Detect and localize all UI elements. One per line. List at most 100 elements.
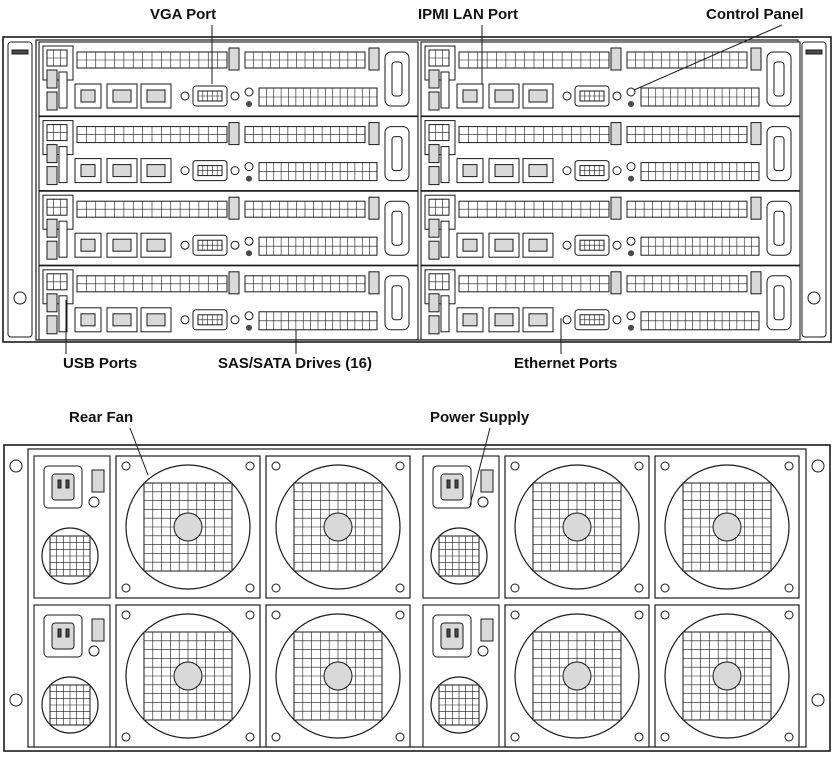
- fan-screw: [245, 461, 255, 471]
- rear-fan: [654, 455, 800, 599]
- rj45-jack: [462, 89, 478, 103]
- vga-screw: [562, 91, 572, 101]
- vga-screw: [230, 315, 240, 325]
- rear-frame-screw: [9, 693, 23, 707]
- usb-port-frame: [440, 71, 450, 109]
- rj45-jack: [112, 164, 132, 178]
- vga-screw: [612, 166, 622, 176]
- rj45-jack: [462, 164, 478, 178]
- vga-screw: [612, 91, 622, 101]
- control-panel-button: [626, 311, 636, 321]
- usb-ports-label: USB Ports: [63, 355, 138, 372]
- handle-slot: [391, 210, 403, 246]
- psu-fan-guard: [438, 684, 480, 726]
- control-panel-led: [628, 175, 634, 182]
- drive-vent: [46, 124, 68, 142]
- psu-status-led: [477, 645, 489, 657]
- rj45-jack: [80, 164, 96, 178]
- front-node: [38, 265, 419, 341]
- fan-screw: [271, 610, 281, 620]
- drive-bay-vent: [244, 126, 366, 144]
- drive-bay-vent: [458, 51, 610, 69]
- drive-bay-vent: [244, 200, 366, 218]
- fan-hub: [712, 512, 742, 542]
- control-panel-button: [244, 162, 254, 172]
- rj45-jack: [528, 89, 548, 103]
- rj45-jack: [112, 89, 132, 103]
- fan-screw: [660, 732, 670, 742]
- node-vent-grid: [258, 236, 378, 256]
- usb-port-frame: [58, 295, 68, 333]
- usb-port: [428, 293, 440, 313]
- rear-fan: [265, 455, 411, 599]
- usb-port-frame: [58, 146, 68, 184]
- control-panel-button: [244, 87, 254, 97]
- drive-latch: [750, 196, 762, 220]
- callout-leader-line: [469, 427, 491, 506]
- rj45-jack: [528, 238, 548, 252]
- ac-pin: [65, 479, 70, 489]
- rear-module: [422, 604, 800, 748]
- usb-port-frame: [58, 220, 68, 258]
- fan-screw: [395, 610, 405, 620]
- usb-port-frame: [440, 295, 450, 333]
- drive-bay-vent: [626, 126, 748, 144]
- drive-latch: [228, 271, 240, 295]
- usb-port: [428, 69, 440, 89]
- fan-hub: [323, 512, 353, 542]
- fan-screw: [395, 583, 405, 593]
- fan-screw: [245, 583, 255, 593]
- ac-socket: [440, 473, 464, 501]
- rear-module: [422, 455, 800, 599]
- control-panel-button: [244, 311, 254, 321]
- drive-vent: [428, 273, 450, 291]
- drive-latch: [610, 47, 622, 71]
- rear-frame-screw: [9, 459, 23, 473]
- vga-screw: [230, 91, 240, 101]
- drive-bay-vent: [458, 275, 610, 293]
- vga-pins: [579, 165, 605, 177]
- fan-screw: [660, 583, 670, 593]
- fan-screw: [395, 732, 405, 742]
- ac-pin: [446, 479, 451, 489]
- drive-bay-vent: [626, 51, 748, 69]
- left-ear-latch: [11, 49, 29, 55]
- fan-screw: [510, 461, 520, 471]
- fan-screw: [784, 461, 794, 471]
- vga-screw: [612, 240, 622, 250]
- fan-screw: [245, 732, 255, 742]
- fan-screw: [121, 461, 131, 471]
- fan-screw: [784, 583, 794, 593]
- usb-port: [46, 69, 58, 89]
- ac-socket: [51, 622, 75, 650]
- vga-screw: [612, 315, 622, 325]
- fan-screw: [784, 732, 794, 742]
- drive-bay-vent: [76, 126, 228, 144]
- drive-latch: [610, 271, 622, 295]
- usb-port: [428, 166, 440, 186]
- handle-slot: [773, 210, 785, 246]
- fan-screw: [634, 461, 644, 471]
- front-node: [420, 265, 801, 341]
- control-panel-led: [246, 250, 252, 257]
- psu-fan-guard: [49, 684, 91, 726]
- vga-pins: [197, 165, 223, 177]
- control-panel-led: [246, 324, 252, 331]
- fan-screw: [510, 732, 520, 742]
- rj45-jack: [462, 238, 478, 252]
- usb-port: [428, 91, 440, 111]
- right-ear-latch: [805, 49, 823, 55]
- vga-pins: [579, 239, 605, 251]
- drive-latch: [228, 122, 240, 146]
- usb-port: [46, 218, 58, 238]
- psu-fan-guard: [438, 535, 480, 577]
- vga-screw: [562, 240, 572, 250]
- front-view: [2, 36, 832, 343]
- drive-vent: [428, 124, 450, 142]
- ac-socket: [51, 473, 75, 501]
- control-panel-led: [628, 101, 634, 107]
- drive-latch: [610, 196, 622, 220]
- usb-port: [428, 144, 440, 164]
- rear-module: [33, 455, 411, 599]
